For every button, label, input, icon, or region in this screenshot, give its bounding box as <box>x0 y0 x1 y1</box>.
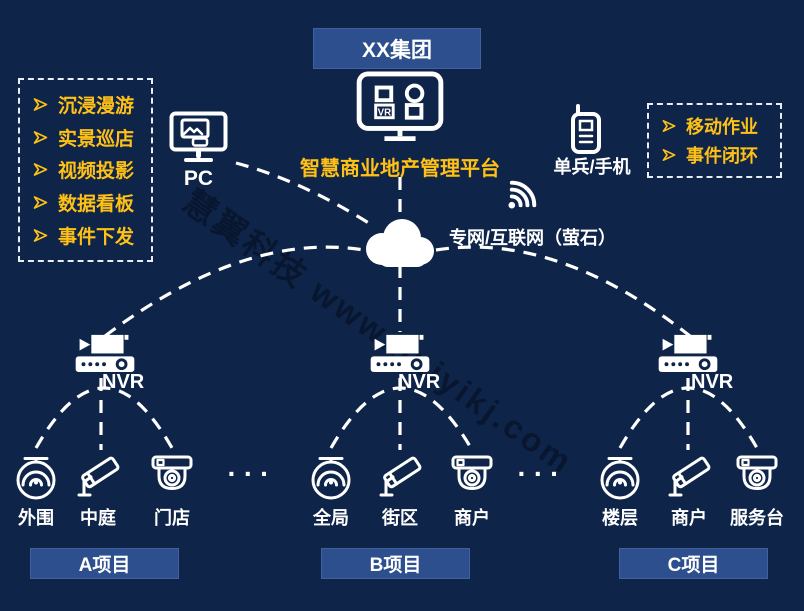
left-capability-panel: 沉浸漫游 实景巡店 视频投影 数据看板 事件下发 <box>18 78 153 262</box>
camera-label: 外围 <box>18 508 54 528</box>
nvr-label: NVR <box>398 371 441 393</box>
camera-label: 全局 <box>313 508 349 528</box>
ellipsis-separator: ··· <box>517 458 567 489</box>
dome-camera-icon <box>148 452 196 500</box>
ptz-camera-icon <box>12 452 60 500</box>
project-name: B项目 <box>369 555 422 576</box>
pc-icon <box>169 111 228 166</box>
vr-platform-icon <box>354 71 446 143</box>
link-cloud-to-nvr-c <box>435 245 691 338</box>
arrow-bullet-icon <box>32 161 49 178</box>
camera-label: 街区 <box>382 508 418 528</box>
project-box: C项目 <box>619 548 768 579</box>
ptz-camera-icon <box>596 452 644 500</box>
group-title-box: XX集团 <box>313 28 481 69</box>
nvr-icon <box>656 330 720 373</box>
pc-label: PC <box>183 167 214 190</box>
panel-item-label: 事件下发 <box>58 227 135 249</box>
bullet-camera-icon <box>665 452 713 500</box>
network-label: 专网/互联网（萤石） <box>449 228 617 248</box>
dome-camera-icon <box>733 452 781 500</box>
camera-label: 楼层 <box>602 508 638 528</box>
arc-nvr-a-cameras <box>34 386 174 449</box>
camera-label: 商户 <box>671 508 707 528</box>
nvr-label: NVR <box>102 371 145 393</box>
arc-nvr-c-cameras <box>618 386 759 449</box>
right-capability-panel: 移动作业 事件闭环 <box>647 103 782 178</box>
panel-item: 数据看板 <box>32 189 147 216</box>
panel-item: 沉浸漫游 <box>32 91 147 118</box>
ellipsis-separator: ··· <box>227 458 277 489</box>
panel-item-label: 实景巡店 <box>58 128 135 150</box>
panel-item: 视频投影 <box>32 156 147 183</box>
panel-item: 移动作业 <box>661 113 776 139</box>
project-name: A项目 <box>78 555 131 576</box>
project-name: C项目 <box>667 555 720 576</box>
panel-item-label: 沉浸漫游 <box>58 95 135 117</box>
arrow-bullet-icon <box>32 227 49 244</box>
arrow-bullet-icon <box>32 194 49 211</box>
panel-item: 事件下发 <box>32 222 147 249</box>
arrow-bullet-icon <box>32 129 49 146</box>
nvr-icon <box>368 330 432 373</box>
arrow-bullet-icon <box>661 118 677 134</box>
arrow-bullet-icon <box>661 147 677 163</box>
walkie-talkie-icon <box>568 104 605 155</box>
group-title: XX集团 <box>361 38 432 62</box>
camera-label: 门店 <box>154 508 190 528</box>
arrow-bullet-icon <box>32 96 49 113</box>
network-cloud-icon <box>357 212 443 274</box>
mobile-label: 单兵/手机 <box>553 157 631 177</box>
camera-label: 商户 <box>454 508 490 528</box>
platform-title: 智慧商业地产管理平台 <box>300 158 500 180</box>
project-box: A项目 <box>30 548 179 579</box>
project-box: B项目 <box>321 548 470 579</box>
panel-item-label: 事件闭环 <box>686 146 758 167</box>
nvr-icon <box>73 330 137 373</box>
panel-item: 事件闭环 <box>661 142 776 168</box>
panel-item-label: 数据看板 <box>58 194 135 216</box>
camera-label: 中庭 <box>80 508 116 528</box>
ptz-camera-icon <box>307 452 355 500</box>
panel-item-label: 移动作业 <box>686 116 758 137</box>
bullet-camera-icon <box>74 452 122 500</box>
nvr-label: NVR <box>691 371 734 393</box>
bullet-camera-icon <box>376 452 424 500</box>
camera-label: 服务台 <box>730 508 784 528</box>
panel-item: 实景巡店 <box>32 124 147 151</box>
wifi-signal-icon <box>503 171 546 214</box>
dome-camera-icon <box>448 452 496 500</box>
panel-item-label: 视频投影 <box>58 161 135 183</box>
